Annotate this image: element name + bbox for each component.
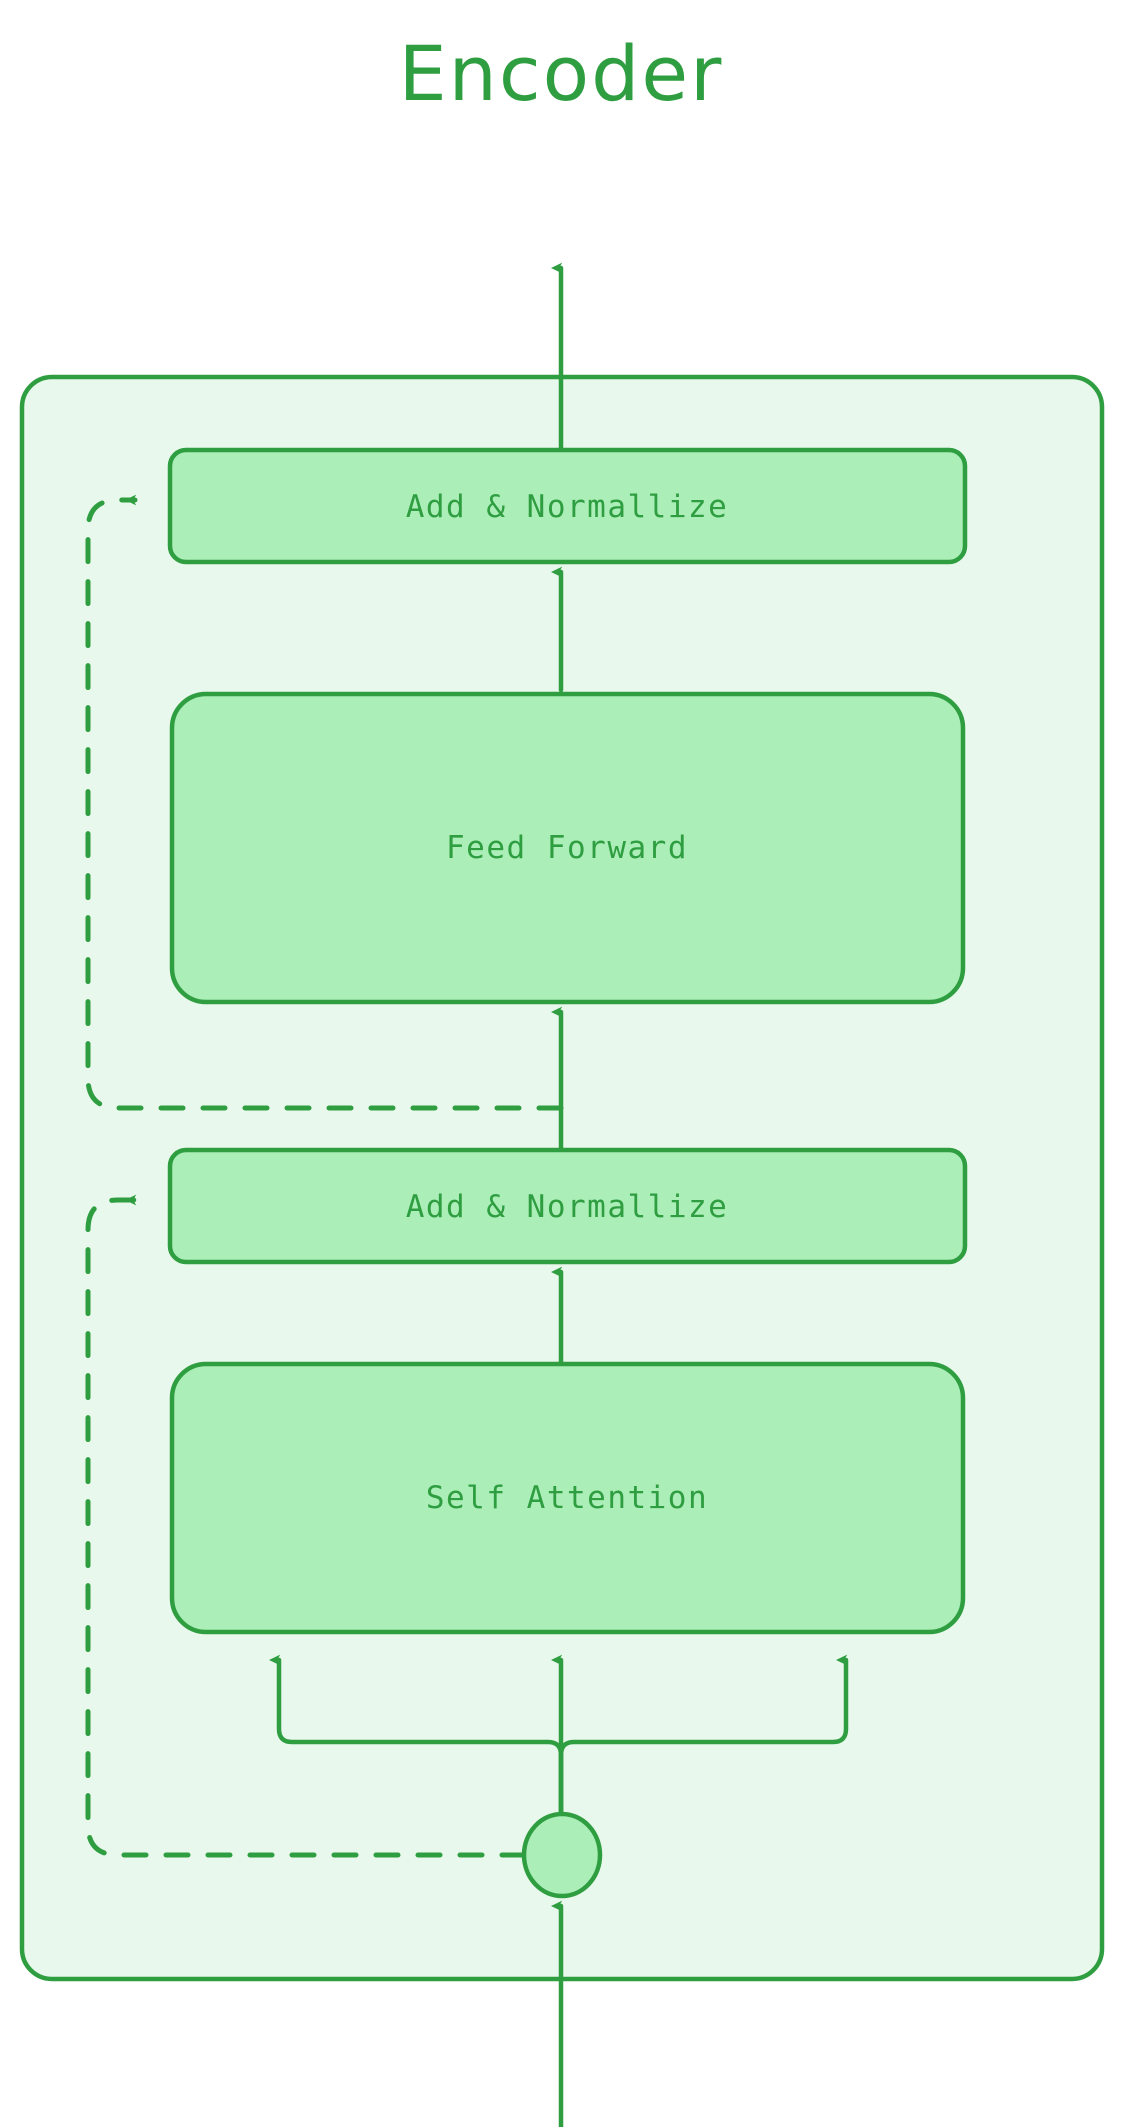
edge-junction-to-self-attention (269, 1654, 849, 1823)
edge-residual-upper (85, 494, 564, 1111)
edge-residual-lower (85, 1194, 527, 1858)
residual-lower-path (85, 1194, 527, 1858)
feed-forward-label: Feed Forward (446, 830, 688, 866)
page-title: Encoder (399, 29, 724, 118)
residual-upper-path (85, 494, 564, 1111)
node-feed-forward[interactable]: Feed Forward (169, 691, 966, 1005)
add-norm-bottom-label: Add & Normallize (406, 1189, 729, 1225)
node-add-norm-bottom[interactable]: Add & Normallize (167, 1147, 968, 1265)
node-self-attention[interactable]: Self Attention (169, 1361, 966, 1635)
input-junction-shape (521, 1811, 603, 1899)
add-norm-top-shape (167, 447, 968, 565)
node-input-junction[interactable] (521, 1811, 603, 1899)
self-attention-label: Self Attention (426, 1480, 708, 1516)
add-norm-bottom-shape (167, 1147, 968, 1265)
self-attention-shape (169, 1361, 966, 1635)
node-add-norm-top[interactable]: Add & Normallize (167, 447, 968, 565)
feed-forward-shape (169, 691, 966, 1005)
add-norm-top-label: Add & Normallize (406, 489, 729, 525)
